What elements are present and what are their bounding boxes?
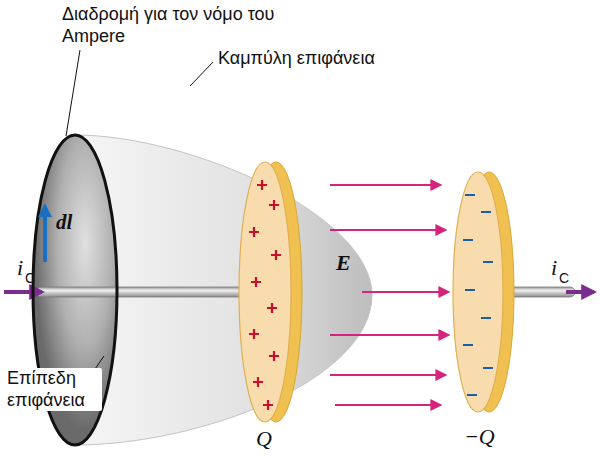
electric-field-arrows (330, 185, 448, 405)
subscript: C (559, 270, 569, 287)
current-symbol: i (17, 255, 23, 281)
field-arrow (362, 291, 448, 293)
wire (36, 287, 264, 297)
path-label: Διαδρομή για τον νόμο του Ampere (62, 4, 277, 47)
current-arrow (4, 290, 42, 294)
positive-charges (249, 180, 281, 410)
surface-label: Καμπύλη επιφάνεια (218, 48, 375, 70)
current-arrow (566, 290, 594, 294)
field-arrow (330, 334, 448, 336)
field-symbol: E (336, 250, 351, 276)
field-arrow (330, 229, 445, 231)
current-symbol: i (551, 255, 557, 281)
negative-plate (453, 172, 503, 412)
surface-label: Επίπεδη επιφάνεια (4, 368, 102, 411)
leader-line (190, 62, 213, 86)
charge-label: −Q (464, 424, 495, 450)
negative-charges (463, 195, 493, 395)
positive-plate (239, 162, 291, 422)
subscript: C (25, 270, 35, 287)
leader-line (66, 50, 80, 136)
dl-arrow (43, 206, 47, 262)
field-arrow (335, 404, 440, 406)
field-arrow (330, 184, 440, 186)
vector-symbol: dl (56, 210, 72, 235)
field-arrow (330, 374, 445, 376)
charge-label: Q (256, 426, 272, 452)
